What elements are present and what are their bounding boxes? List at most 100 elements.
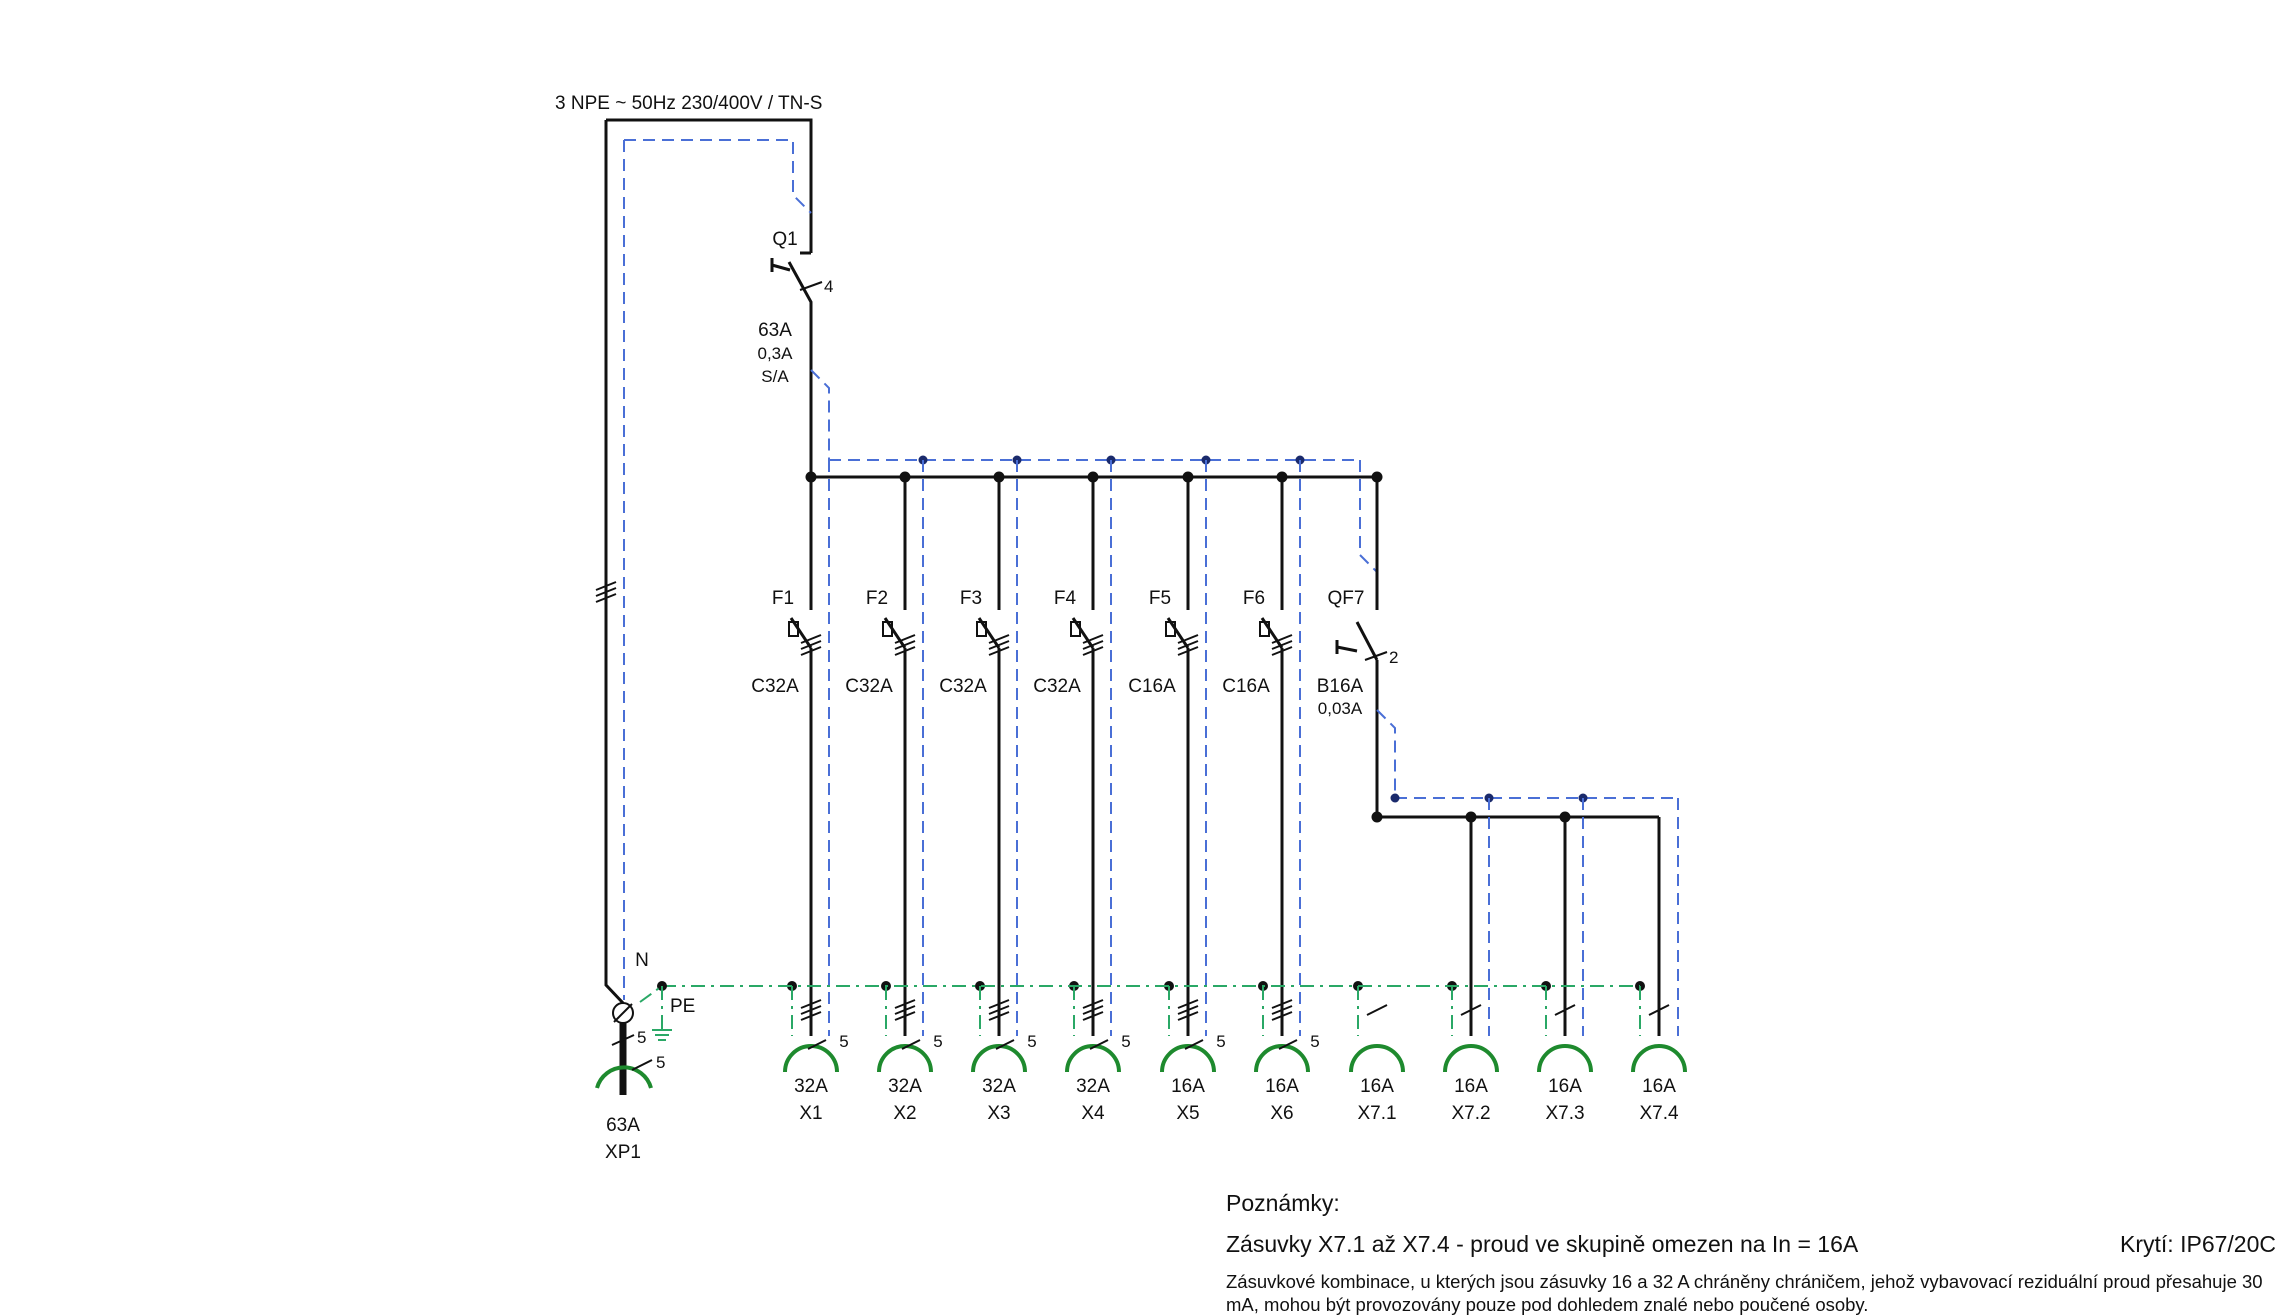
- socket-pole-tick: [1184, 1039, 1204, 1050]
- socket-conductor-ticks: [894, 1011, 916, 1021]
- socket-icon: [877, 1044, 933, 1073]
- breaker-name: F6: [1243, 588, 1265, 609]
- sub-socket-rating: 16A: [1360, 1076, 1394, 1097]
- socket-icon: [783, 1044, 839, 1073]
- qf7-handle: [1336, 645, 1358, 653]
- q1-handle: [771, 263, 791, 272]
- qf7-name: QF7: [1328, 588, 1365, 609]
- breaker-name: F1: [772, 588, 794, 609]
- socket-pole-tick: [1089, 1039, 1109, 1050]
- inlet-socket-icon: [595, 1065, 653, 1089]
- socket-rating: 32A: [982, 1076, 1016, 1097]
- qf7-rating: B16A: [1317, 676, 1364, 697]
- socket-rating: 16A: [1171, 1076, 1205, 1097]
- supply-label: 3 NPE ~ 50Hz 230/400V / TN-S: [555, 93, 822, 114]
- socket-conductor-ticks: [1177, 1005, 1199, 1015]
- n-label: N: [635, 950, 649, 971]
- qf7-neutral-in: [1359, 460, 1378, 573]
- socket-pole-tick: [1278, 1039, 1298, 1050]
- socket-conductor-ticks: [988, 1011, 1010, 1021]
- mcb-pole-ticks: [1177, 646, 1199, 656]
- socket-conductor-ticks: [1177, 999, 1199, 1009]
- mcb-pole-ticks: [894, 646, 916, 656]
- socket-poles: 5: [1027, 1032, 1036, 1051]
- mcb-pole-ticks: [1271, 634, 1293, 644]
- mcb-pole-ticks: [1082, 634, 1104, 644]
- mcb-thermal-icon: [882, 621, 893, 637]
- socket-name: X2: [893, 1103, 916, 1124]
- breaker-rating: C32A: [751, 676, 799, 697]
- mcb-pole-ticks: [1271, 640, 1293, 650]
- socket-conductor-ticks: [800, 1005, 822, 1015]
- breaker-rating: C16A: [1128, 676, 1176, 697]
- socket-icon: [1065, 1044, 1121, 1073]
- mcb-pole-ticks: [800, 634, 822, 644]
- socket-name: X3: [987, 1103, 1010, 1124]
- qf7-sensitivity: 0,03A: [1318, 699, 1363, 718]
- q1-pole-tick: [799, 281, 823, 291]
- q1-neutral: [810, 369, 830, 460]
- socket-conductor-ticks: [988, 1005, 1010, 1015]
- socket-name: X5: [1176, 1103, 1199, 1124]
- mcb-pole-ticks: [1082, 640, 1104, 650]
- socket-conductor-ticks: [988, 999, 1010, 1009]
- breaker-name: F5: [1149, 588, 1171, 609]
- socket-icon: [1537, 1044, 1593, 1073]
- socket-conductor-tick: [1554, 1004, 1576, 1016]
- socket-name: X6: [1270, 1103, 1293, 1124]
- mcb-pole-ticks: [988, 640, 1010, 650]
- socket-pole-tick: [995, 1039, 1015, 1050]
- socket-icon: [1160, 1044, 1216, 1073]
- inlet-poles-a: 5: [637, 1028, 646, 1047]
- protection-rating: Krytí: IP67/20C: [2120, 1231, 2276, 1257]
- socket-pole-tick: [901, 1039, 921, 1050]
- socket-name: X4: [1081, 1103, 1105, 1124]
- socket-poles: 5: [1121, 1032, 1130, 1051]
- mcb-pole-ticks: [1271, 646, 1293, 656]
- breaker-rating: C32A: [939, 676, 987, 697]
- notes-line1: Zásuvky X7.1 až X7.4 - proud ve skupině …: [1226, 1231, 1859, 1257]
- sub-socket-name: X7.4: [1639, 1103, 1679, 1124]
- breaker-name: F3: [960, 588, 982, 609]
- neutral-line: [624, 139, 812, 214]
- sub-busbar-node: [1371, 811, 1383, 823]
- qf7-pole-tick: [1364, 651, 1388, 661]
- qf7-poles: 2: [1389, 648, 1398, 667]
- notes-heading: Poznámky:: [1226, 1190, 1340, 1216]
- sub-socket-rating: 16A: [1548, 1076, 1582, 1097]
- socket-conductor-ticks: [1271, 1011, 1293, 1021]
- notes-row: Zásuvky X7.1 až X7.4 - proud ve skupině …: [1226, 1231, 2276, 1258]
- socket-conductor-ticks: [1271, 999, 1293, 1009]
- socket-conductor-ticks: [1082, 1005, 1104, 1015]
- supply-conductor-ticks: [595, 581, 617, 591]
- socket-rating: 16A: [1265, 1076, 1299, 1097]
- mcb-thermal-icon: [1070, 621, 1081, 637]
- notes-block: Poznámky: Zásuvky X7.1 až X7.4 - proud v…: [1226, 1190, 2276, 1316]
- socket-conductor-tick: [1648, 1004, 1670, 1016]
- mcb-pole-ticks: [894, 634, 916, 644]
- sub-socket-name: X7.1: [1357, 1103, 1396, 1124]
- mcb-pole-ticks: [894, 640, 916, 650]
- socket-conductor-ticks: [800, 999, 822, 1009]
- q1-name: Q1: [772, 229, 797, 250]
- socket-conductor-ticks: [1082, 999, 1104, 1009]
- mcb-pole-ticks: [1177, 640, 1199, 650]
- breaker-name: F2: [866, 588, 888, 609]
- wire-layer: [595, 118, 1687, 1095]
- q1-type: S/A: [761, 367, 789, 386]
- socket-rating: 32A: [794, 1076, 828, 1097]
- mcb-thermal-icon: [1259, 621, 1270, 637]
- q1-sensitivity: 0,3A: [758, 344, 794, 363]
- socket-pole-tick: [807, 1039, 827, 1050]
- sub-socket-name: X7.2: [1451, 1103, 1490, 1124]
- qf7-neutral-out: [1376, 709, 1396, 798]
- sub-socket-rating: 16A: [1642, 1076, 1676, 1097]
- socket-icon: [1254, 1044, 1310, 1073]
- supply-down-line: [604, 120, 625, 1005]
- breaker-rating: C32A: [1033, 676, 1081, 697]
- socket-poles: 5: [839, 1032, 848, 1051]
- socket-conductor-tick: [1460, 1004, 1482, 1016]
- sub-socket-rating: 16A: [1454, 1076, 1488, 1097]
- main-breaker-contact: [787, 251, 813, 477]
